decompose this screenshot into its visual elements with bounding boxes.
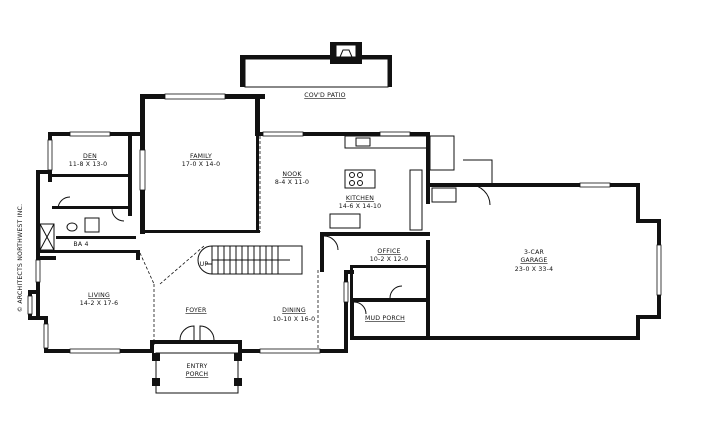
- room-size-dining: 10-10 X 16-0: [273, 316, 316, 323]
- room-label-nook: NOOK: [282, 171, 302, 178]
- room-size-living: 14-2 X 17-6: [80, 300, 118, 307]
- kitchen-fixtures: [329, 135, 457, 231]
- room-size-den: 11-8 X 13-0: [69, 161, 107, 168]
- stair-up-label: UP: [200, 261, 209, 268]
- room-size-nook: 8-4 X 11-0: [275, 179, 309, 186]
- room-label-bath: BA 4: [73, 241, 88, 248]
- copyright-text: © ARCHITECTS NORTHWEST INC.: [16, 204, 24, 312]
- interior-walls: [36, 136, 430, 300]
- bath-fixtures: [39, 217, 100, 251]
- room-label-entry-1: ENTRY: [187, 363, 208, 370]
- room-size-office: 10-2 X 12-0: [370, 256, 408, 263]
- room-label-family: FAMILY: [190, 153, 212, 160]
- room-size-garage: 23-0 X 33-4: [515, 266, 553, 273]
- garage-structure: [426, 159, 662, 340]
- room-label-foyer: FOYER: [185, 307, 207, 314]
- room-size-kitchen: 14-6 X 14-10: [339, 203, 382, 210]
- room-label-patio: COV'D PATIO: [304, 92, 346, 99]
- dashed-openings: [139, 136, 319, 349]
- room-label-garage-1: 3-CAR: [524, 249, 545, 256]
- room-label-office: OFFICE: [377, 248, 400, 255]
- windows: [27, 93, 411, 354]
- room-label-entry-2: PORCH: [186, 371, 209, 378]
- room-label-den: DEN: [83, 153, 97, 160]
- room-label-kitchen: KITCHEN: [346, 195, 374, 202]
- room-label-mudporch: MUD PORCH: [365, 315, 405, 322]
- room-label-dining: DINING: [282, 307, 306, 314]
- room-size-family: 17-0 X 14-0: [182, 161, 220, 168]
- room-label-living: LIVING: [88, 292, 110, 299]
- doors: [57, 196, 403, 315]
- staircase: [197, 245, 303, 275]
- covered-patio: [240, 42, 392, 88]
- room-label-garage-2: GARAGE: [520, 257, 547, 264]
- entry-porch: [152, 325, 242, 394]
